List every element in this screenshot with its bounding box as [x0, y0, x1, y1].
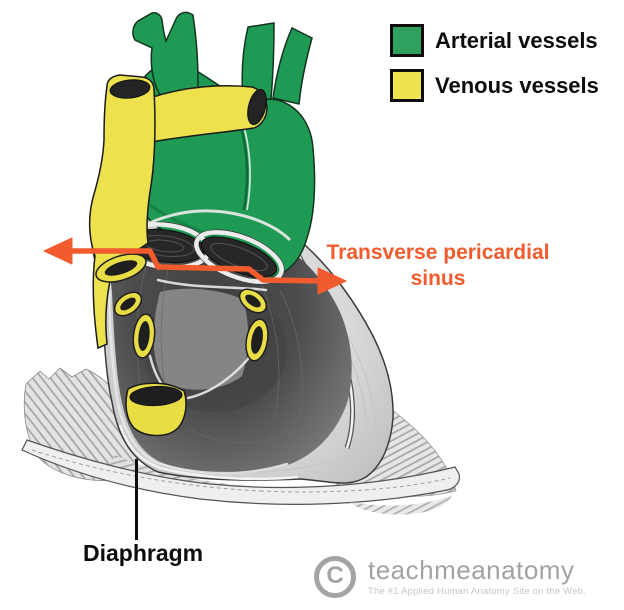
- watermark: C teachmeanatomy The #1 Applied Human An…: [314, 556, 586, 598]
- diaphragm-ribbon-shape: [21, 439, 461, 515]
- transverse-sinus-arrow: [43, 237, 347, 295]
- watermark-tagline: The #1 Applied Human Anatomy Site on the…: [368, 586, 586, 597]
- transverse-sinus-label-line1: Transverse pericardial: [326, 241, 550, 264]
- copyright-icon: C: [314, 556, 356, 598]
- watermark-text: teachmeanatomy The #1 Applied Human Anat…: [368, 557, 586, 597]
- arterial-branch-shape: [241, 22, 313, 105]
- pulmonary-vein-opening-shape: [238, 288, 268, 314]
- legend: Arterial vessels Venous vessels: [390, 24, 599, 114]
- pulmonary-vein-opening-shape: [132, 313, 156, 359]
- diaphragm-label: Diaphragm: [83, 540, 204, 566]
- pulmonary-vein-opening-shape: [113, 291, 143, 317]
- svc-opening-shape: [95, 253, 147, 283]
- pulmonary-trunk-opening-shape: [193, 229, 285, 285]
- legend-item-arterial: Arterial vessels: [390, 24, 599, 57]
- transverse-sinus-label-line2: sinus: [410, 267, 466, 290]
- brachiocephalic-vein-shape: [149, 85, 268, 143]
- watermark-brand: teachmeanatomy: [368, 555, 575, 585]
- venous-color-swatch: [390, 69, 424, 102]
- diaphragm-label-line: [135, 459, 138, 540]
- legend-item-venous: Venous vessels: [390, 69, 599, 102]
- pulmonary-vein-opening-shape: [245, 318, 269, 362]
- arterial-legend-label: Arterial vessels: [435, 27, 598, 53]
- venous-legend-label: Venous vessels: [435, 72, 599, 98]
- ivc-opening-shape: [125, 382, 187, 437]
- arterial-color-swatch: [390, 24, 424, 57]
- transverse-sinus-label: Transverse pericardial sinus: [312, 240, 564, 292]
